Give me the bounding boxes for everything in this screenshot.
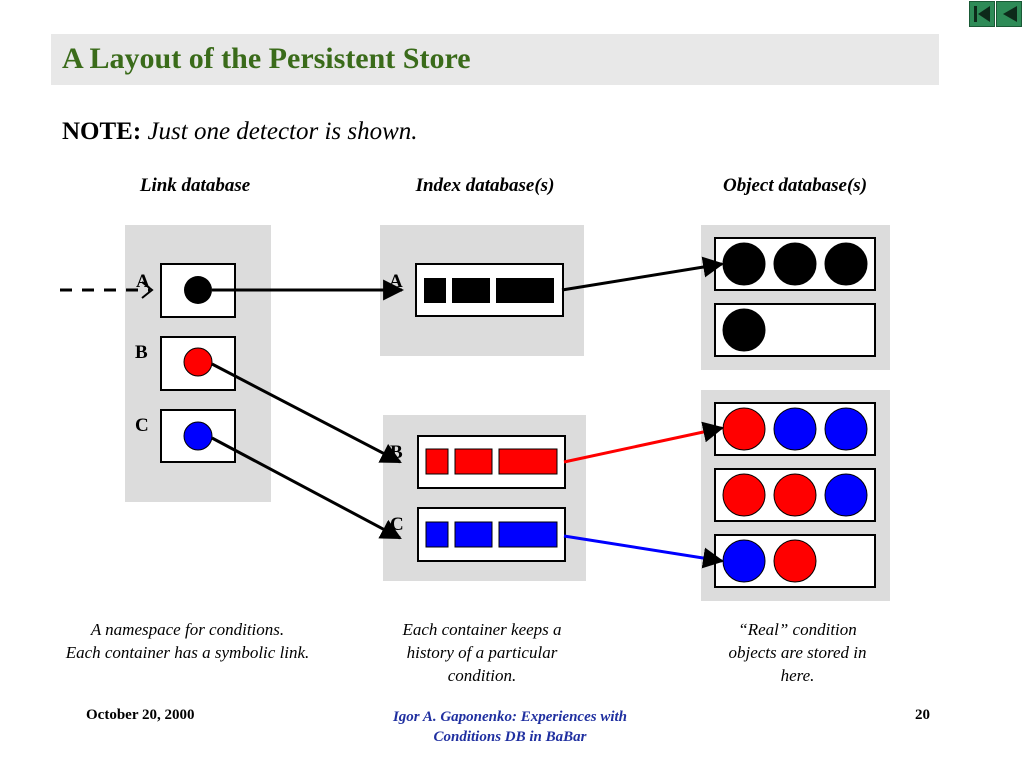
index-entry-c1 bbox=[425, 521, 449, 548]
index-database-caption: Each container keeps a history of a part… bbox=[372, 618, 592, 687]
condition-object-red bbox=[773, 539, 817, 583]
index-entry-a2 bbox=[452, 278, 490, 303]
title-bar bbox=[51, 34, 939, 85]
condition-object-red bbox=[773, 473, 817, 517]
link-object-b bbox=[183, 347, 213, 377]
first-slide-button[interactable] bbox=[969, 1, 995, 27]
footer-author: Igor A. Gaponenko: Experiences with Cond… bbox=[360, 707, 660, 747]
arrow-index-a-to-object bbox=[561, 256, 725, 292]
caption-line: “Real” condition bbox=[738, 620, 857, 639]
index-entry-c3 bbox=[498, 521, 558, 548]
link-database-heading: Link database bbox=[139, 175, 251, 196]
condition-object-red bbox=[722, 407, 766, 451]
link-database-caption: A namespace for conditions. Each contain… bbox=[30, 618, 345, 664]
caption-line: history of a particular bbox=[406, 643, 558, 662]
index-label-c: C bbox=[390, 514, 404, 535]
note-label: NOTE: bbox=[62, 118, 142, 145]
index-entry-b2 bbox=[454, 448, 493, 475]
condition-object-black bbox=[722, 308, 766, 352]
link-label-b: B bbox=[135, 342, 148, 363]
index-database-heading: Index database(s) bbox=[415, 175, 555, 196]
page-number: 20 bbox=[915, 707, 930, 723]
condition-object-black bbox=[773, 242, 817, 286]
arrow-link-c-to-index-c bbox=[211, 436, 402, 540]
caption-line: Each container has a symbolic link. bbox=[65, 643, 310, 662]
caption-line: condition. bbox=[447, 666, 517, 685]
footer-date: October 20, 2000 bbox=[86, 707, 195, 723]
first-slide-icon bbox=[974, 6, 990, 22]
arrow-link-b-to-index-b bbox=[211, 362, 402, 464]
condition-object-blue bbox=[824, 407, 868, 451]
condition-object-black bbox=[824, 242, 868, 286]
object-database-caption: “Real” condition objects are stored in h… bbox=[700, 618, 895, 687]
slide-title: A Layout of the Persistent Store bbox=[62, 42, 471, 75]
object-database-heading: Object database(s) bbox=[722, 175, 868, 196]
link-label-a: A bbox=[136, 271, 150, 292]
slide-navigation bbox=[969, 1, 1023, 27]
index-entry-a3 bbox=[496, 278, 554, 303]
caption-line: objects are stored in bbox=[728, 643, 867, 662]
incoming-link-arrowhead bbox=[141, 281, 154, 299]
footer-author-line: Conditions DB in BaBar bbox=[433, 729, 587, 745]
condition-object-black bbox=[722, 242, 766, 286]
link-container-c bbox=[160, 409, 236, 463]
index-entry-b1 bbox=[425, 448, 449, 475]
link-label-c: C bbox=[135, 415, 149, 436]
previous-slide-icon bbox=[1003, 6, 1017, 22]
index-entry-a1 bbox=[424, 278, 446, 303]
link-object-a bbox=[184, 276, 212, 304]
link-object-c bbox=[183, 421, 213, 451]
footer-author-line: Igor A. Gaponenko: Experiences with bbox=[392, 709, 628, 725]
note-text: Just one detector is shown. bbox=[147, 118, 418, 145]
caption-line: here. bbox=[780, 666, 815, 685]
caption-line: A namespace for conditions. bbox=[90, 620, 285, 639]
previous-slide-button[interactable] bbox=[996, 1, 1022, 27]
note: NOTE: Just one detector is shown. bbox=[62, 118, 418, 146]
arrow-index-b-to-object bbox=[563, 421, 725, 464]
caption-line: Each container keeps a bbox=[402, 620, 562, 639]
arrow-index-c-to-object bbox=[563, 534, 725, 569]
condition-object-blue bbox=[722, 539, 766, 583]
index-entry-c2 bbox=[454, 521, 493, 548]
condition-object-red bbox=[722, 473, 766, 517]
index-entry-b3 bbox=[498, 448, 558, 475]
condition-object-blue bbox=[773, 407, 817, 451]
condition-object-blue bbox=[824, 473, 868, 517]
object-circles bbox=[722, 242, 868, 583]
